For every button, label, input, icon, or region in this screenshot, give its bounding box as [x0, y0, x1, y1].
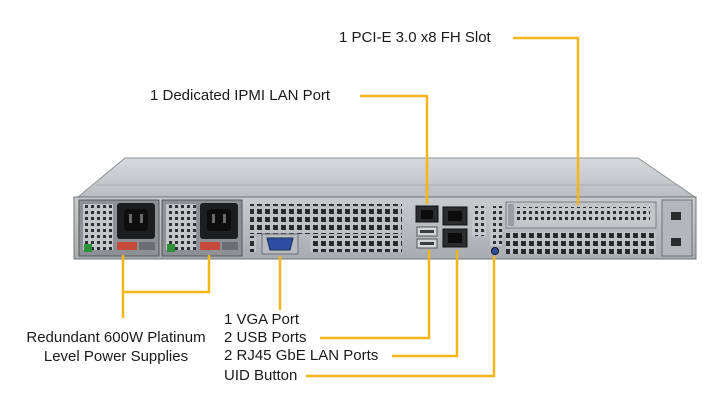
callout-usb-ports: 2 USB Ports: [224, 329, 307, 346]
leader-psu: [121, 255, 211, 294]
callout-rj45-lan-ports: 2 RJ45 GbE LAN Ports: [224, 347, 379, 364]
rear-vent-grid: [250, 204, 402, 234]
chassis-top: [76, 157, 697, 198]
vga-port: [261, 233, 299, 255]
callout-power-supplies-line2: Level Power Supplies: [43, 348, 189, 365]
callout-vga-port: 1 VGA Port: [224, 311, 300, 328]
pcie-slot: [505, 201, 657, 229]
rack-ear: [661, 199, 693, 257]
callout-power-supplies-line1: Redundant 600W Platinum: [26, 329, 206, 346]
leader-uid: [306, 256, 496, 378]
callout-uid-button: UID Button: [224, 367, 298, 384]
callout-pcie-slot: 1 PCI-E 3.0 x8 FH Slot: [339, 29, 491, 46]
usb-ports: [416, 226, 438, 249]
rj45-lan-ports: [442, 206, 468, 248]
power-supply-2: [161, 199, 243, 257]
leader-usb: [320, 250, 431, 340]
callout-power-supplies: Redundant 600W Platinum Level Power Supp…: [16, 328, 216, 366]
leader-ipmi: [360, 94, 429, 204]
leader-pcie: [513, 36, 580, 205]
ipmi-lan-port: [415, 205, 439, 223]
power-supply-1: [78, 199, 160, 257]
leader-lines: [121, 36, 580, 378]
uid-button: [491, 247, 499, 255]
callout-ipmi-lan-port: 1 Dedicated IPMI LAN Port: [150, 87, 331, 104]
leader-rj45: [392, 250, 459, 358]
